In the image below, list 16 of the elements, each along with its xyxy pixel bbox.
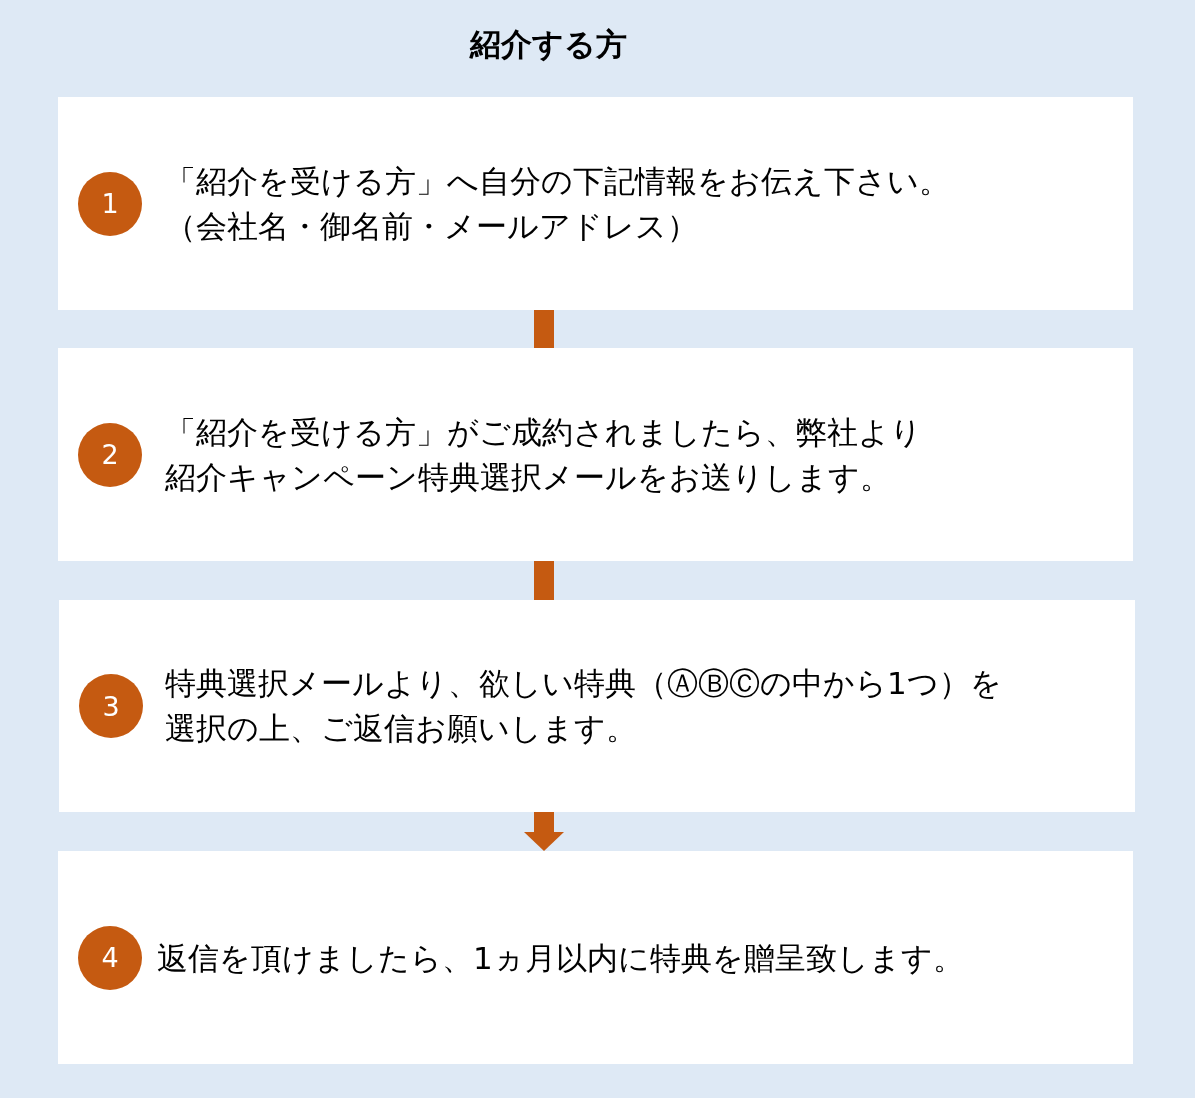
step-box	[58, 97, 1133, 310]
arrow	[524, 812, 564, 851]
step-number: 1	[78, 171, 142, 236]
panel-heading: 紹介する方	[470, 25, 627, 64]
step-text: 返信を頂けましたら、1ヵ月以内に特典を贈呈致します。	[157, 938, 964, 977]
step-text: 「紹介を受ける方」へ自分の下記情報をお伝え下さい。（会社名・御名前・メールアドレス）	[165, 161, 951, 246]
connector-bar	[534, 561, 554, 600]
step-number: 4	[78, 925, 142, 990]
step-box	[58, 348, 1133, 561]
step-text: 「紹介を受ける方」がご成約されましたら、弊社より紹介キャンペーン特典選択メールをお送りします。	[165, 412, 923, 497]
step-box	[59, 600, 1135, 812]
step-number: 3	[79, 674, 143, 738]
connector-bar	[534, 310, 554, 348]
step-text: 特典選択メールより、欲しい特典（ⒶⒷⒸの中から1つ）を選択の上、ご返信お願いします。	[165, 664, 1003, 748]
step-number: 2	[78, 422, 142, 487]
step-box	[58, 851, 1133, 1064]
